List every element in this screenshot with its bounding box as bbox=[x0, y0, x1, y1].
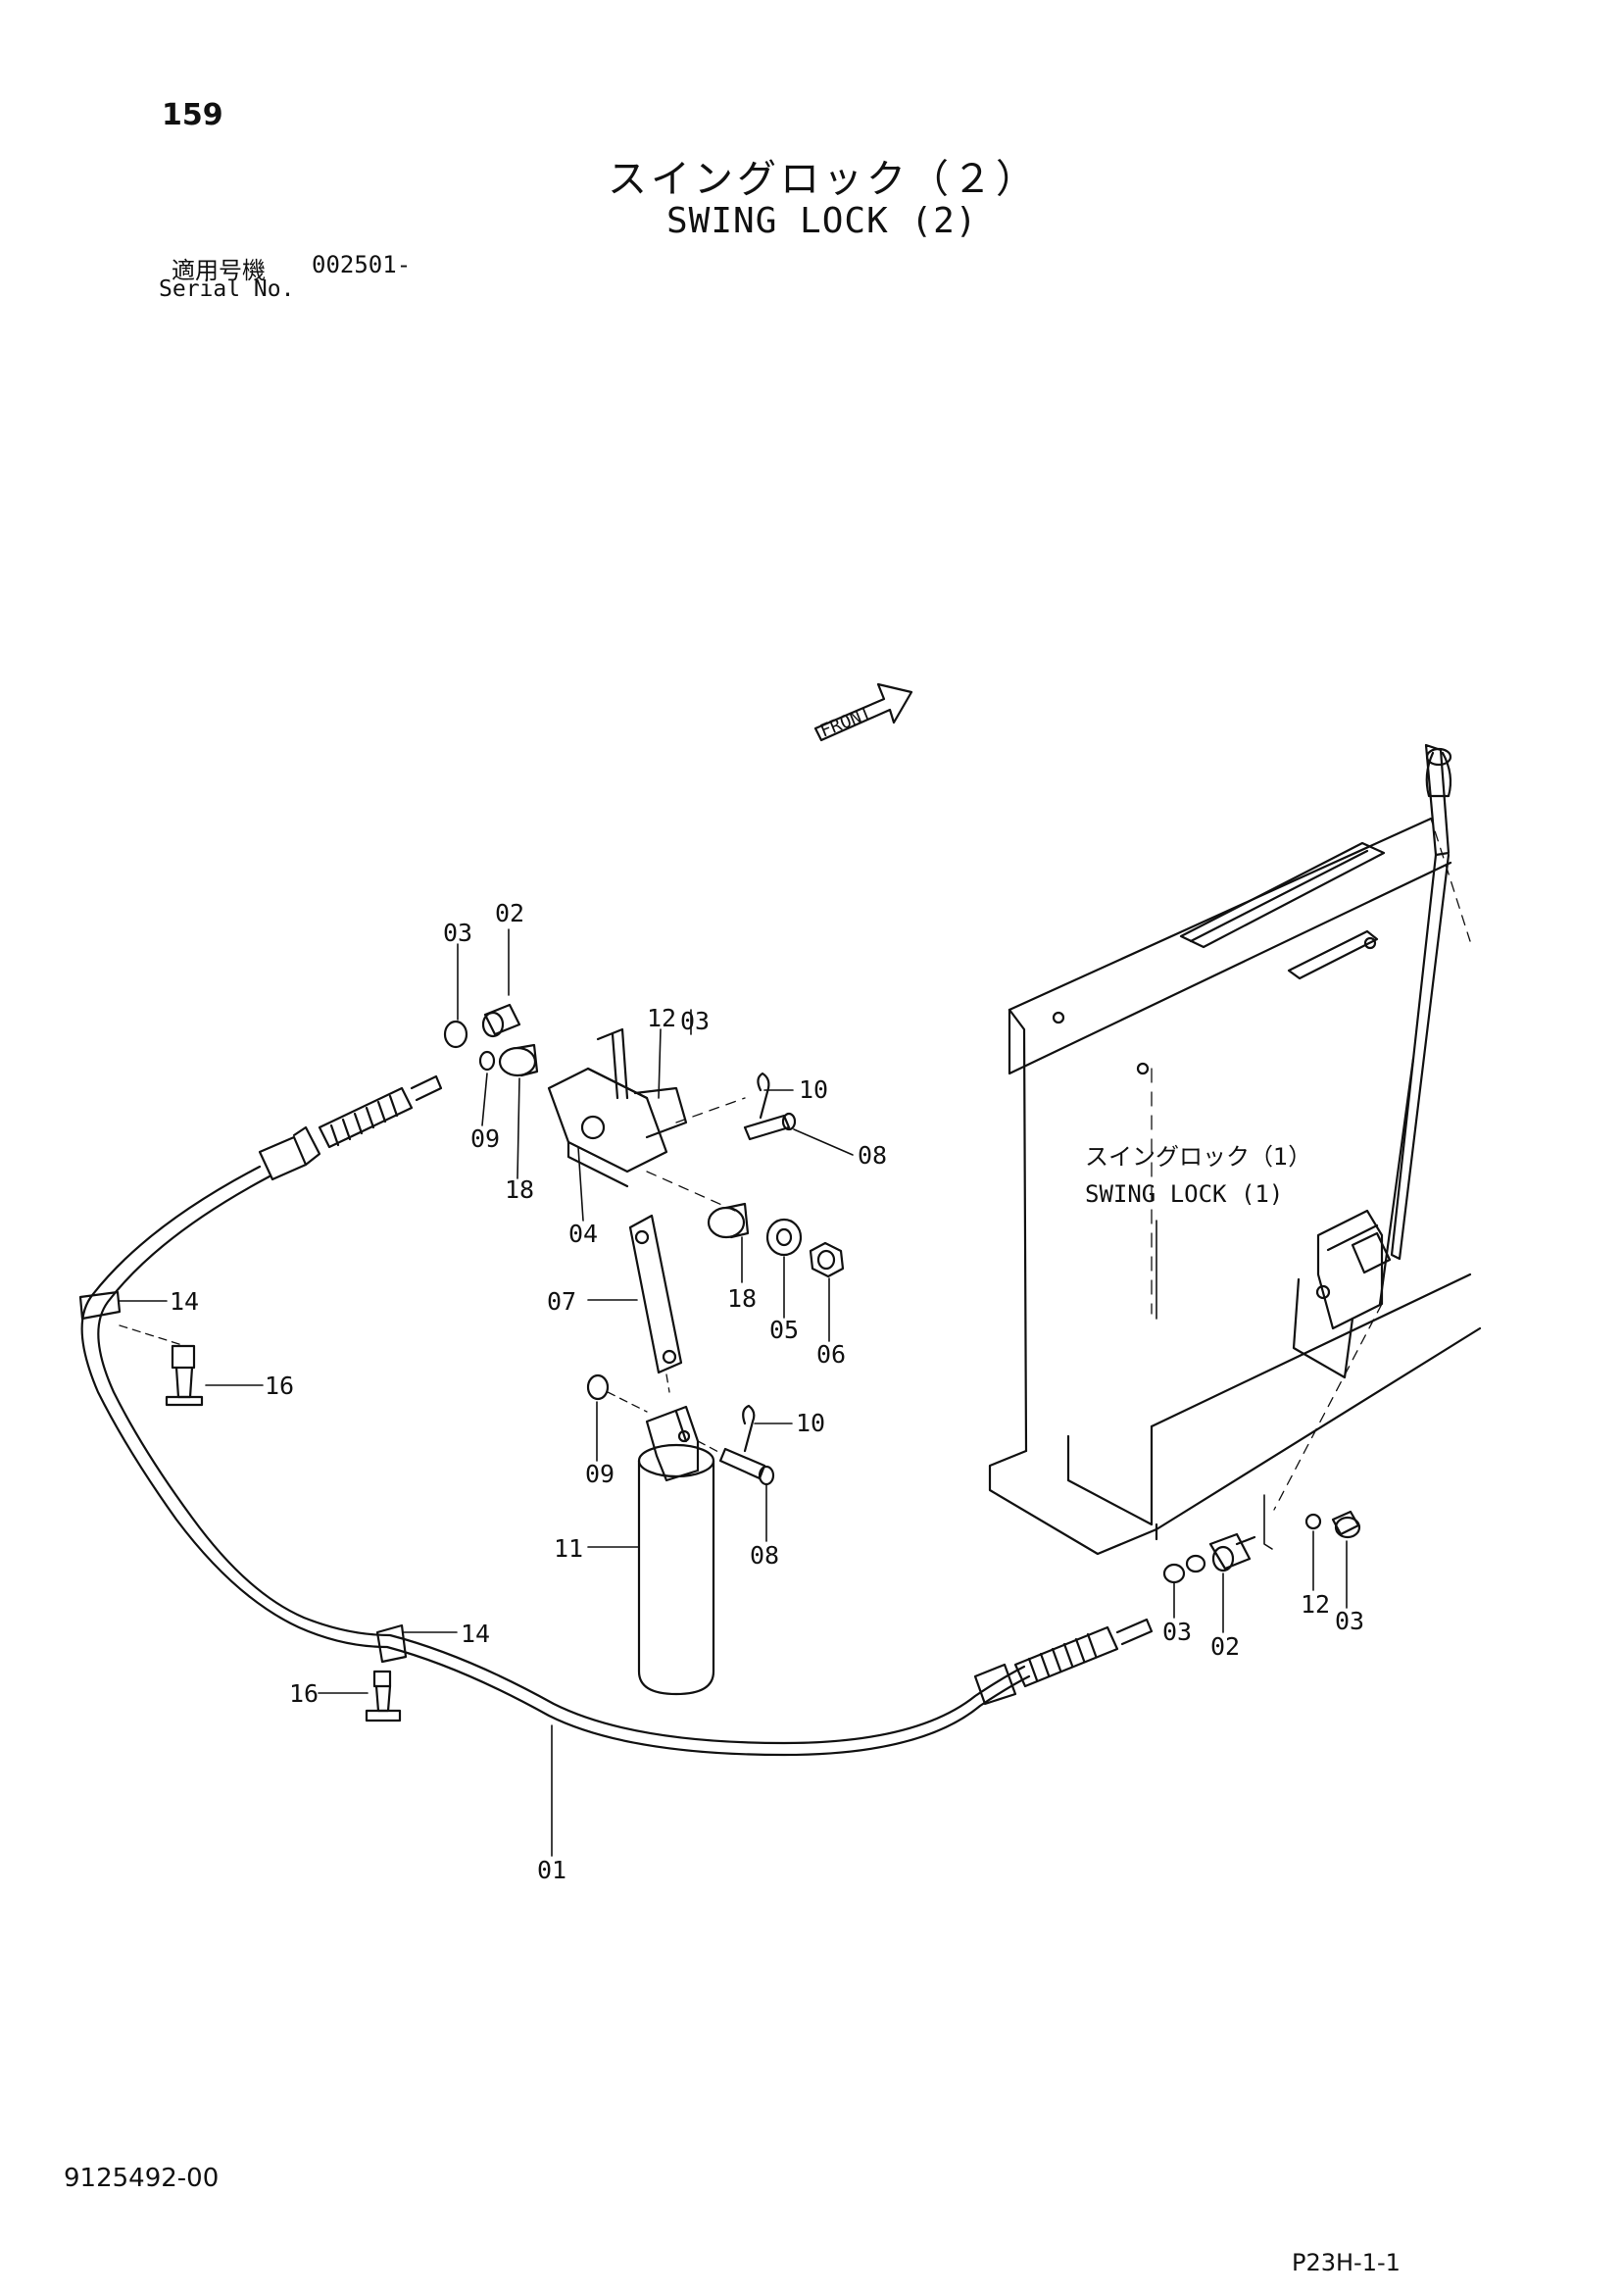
callout-18: 18 bbox=[505, 1175, 534, 1204]
callout-08: 08 bbox=[858, 1141, 887, 1170]
callout-leader-lines bbox=[119, 928, 1348, 1857]
cable-end-left bbox=[258, 1003, 521, 1181]
lock-mechanism bbox=[498, 1027, 845, 1696]
serial-number-value: 002501- bbox=[312, 251, 412, 278]
callout-14: 14 bbox=[170, 1287, 199, 1316]
callout-10: 10 bbox=[796, 1409, 825, 1437]
callout-09: 09 bbox=[585, 1460, 615, 1488]
callout-04: 04 bbox=[568, 1220, 598, 1248]
callout-14: 14 bbox=[461, 1620, 490, 1648]
callout-03: 03 bbox=[1335, 1607, 1364, 1635]
callout-02: 02 bbox=[1210, 1632, 1240, 1661]
page-title-japanese: スイングロック（２） bbox=[608, 157, 1039, 202]
callout-05: 05 bbox=[769, 1316, 799, 1344]
bolt-lower bbox=[365, 1670, 402, 1722]
serial-label-japanese: 適用号機 bbox=[172, 257, 266, 284]
reference-label-english: SWING LOCK (1) bbox=[1085, 1180, 1283, 1208]
callout-18: 18 bbox=[727, 1284, 757, 1313]
swing-lock-lever bbox=[1273, 743, 1452, 1511]
callout-08: 08 bbox=[750, 1541, 779, 1570]
callout-06: 06 bbox=[816, 1340, 846, 1369]
callout-11: 11 bbox=[554, 1534, 583, 1563]
callout-09: 09 bbox=[470, 1124, 500, 1153]
front-label: FRONT bbox=[817, 703, 874, 742]
cable-end-right bbox=[973, 1618, 1154, 1706]
callout-07: 07 bbox=[547, 1287, 576, 1316]
page-code: P23H-1-1 bbox=[1292, 2249, 1401, 2276]
callout-12: 12 bbox=[647, 1004, 676, 1032]
callout-03: 03 bbox=[680, 1007, 710, 1035]
serial-label-english: Serial No. bbox=[159, 276, 295, 302]
page-title-english: SWING LOCK (2) bbox=[666, 201, 978, 241]
callout-16: 16 bbox=[289, 1679, 319, 1708]
callout-03: 03 bbox=[1162, 1618, 1192, 1646]
front-direction-arrow bbox=[813, 682, 913, 742]
callout-03: 03 bbox=[443, 919, 472, 947]
page-number: 159 bbox=[162, 98, 223, 132]
control-cable bbox=[78, 1165, 1031, 1757]
reference-label-japanese: スイングロック（1） bbox=[1085, 1143, 1311, 1171]
callout-02: 02 bbox=[495, 899, 524, 927]
callout-01: 01 bbox=[537, 1856, 566, 1884]
cable-end-right-hardware bbox=[1162, 1494, 1361, 1584]
callout-16: 16 bbox=[265, 1372, 294, 1400]
callout-12: 12 bbox=[1301, 1590, 1330, 1619]
callout-numbers: 03 02 12 03 10 09 18 08 04 07 18 05 06 1… bbox=[170, 899, 1364, 1884]
bolt-upper bbox=[119, 1324, 204, 1407]
document-number: 9125492-00 bbox=[64, 2164, 220, 2193]
callout-10: 10 bbox=[799, 1075, 828, 1104]
console-housing bbox=[988, 817, 1482, 1556]
